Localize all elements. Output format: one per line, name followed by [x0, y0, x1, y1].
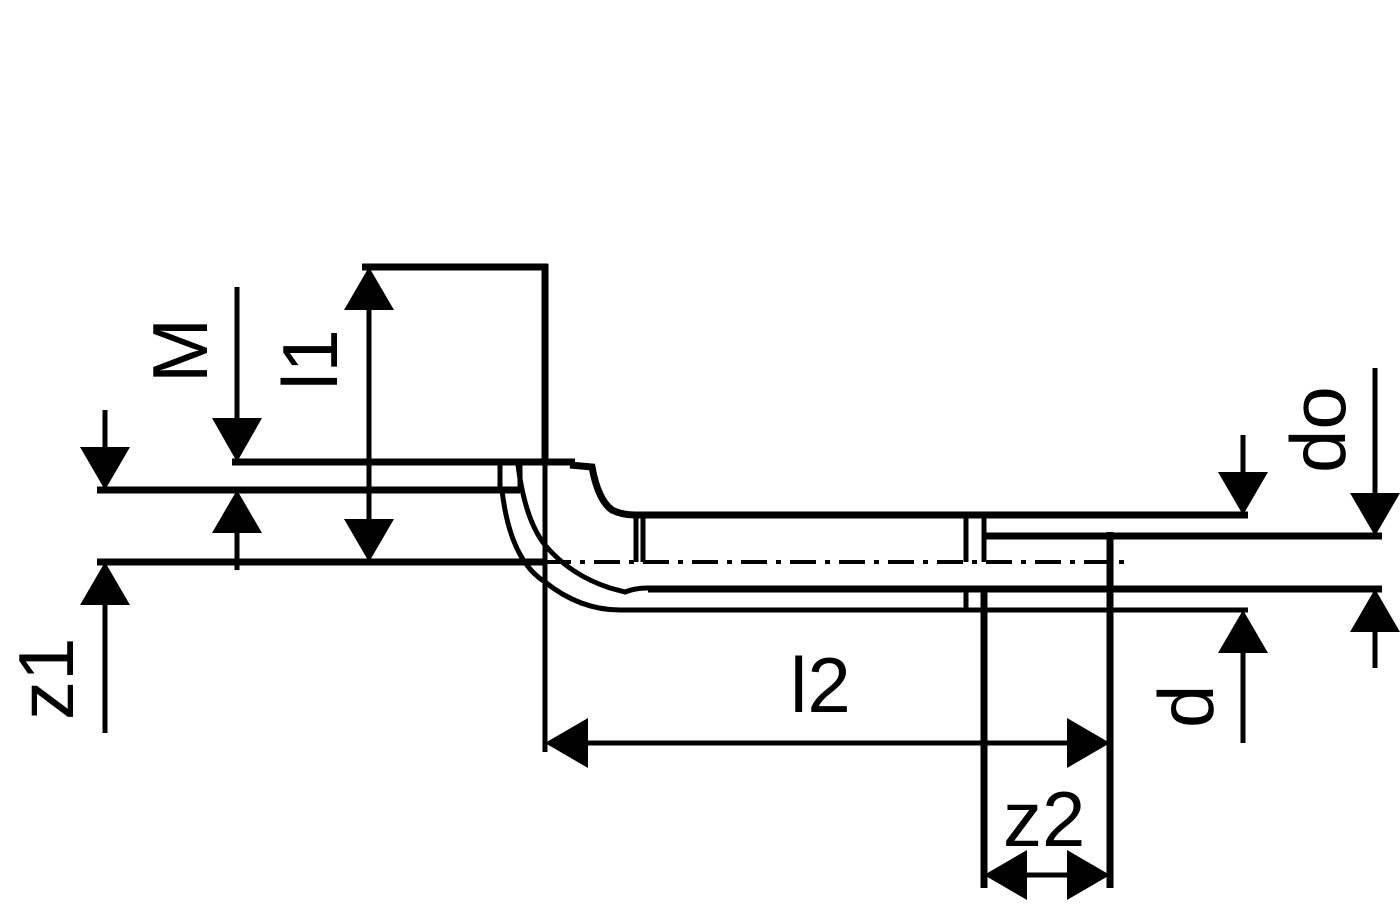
label-z2: z2: [1003, 775, 1085, 863]
dimension-M: M: [136, 287, 262, 570]
label-z1: z1: [2, 638, 90, 720]
arrow-left-icon: [984, 850, 1027, 900]
arrow-down-icon: [1350, 493, 1400, 536]
arrow-down-icon: [1218, 472, 1268, 515]
arrow-down-icon: [212, 418, 262, 462]
dimension-z2: z2: [984, 775, 1110, 900]
arrow-right-icon: [1067, 850, 1110, 900]
label-l2: l2: [790, 641, 851, 729]
dimension-d: d: [1142, 435, 1268, 743]
arrow-down-icon: [80, 447, 130, 490]
arrow-left-icon: [545, 718, 588, 768]
label-M: M: [136, 318, 224, 383]
dimension-l2: l2: [545, 641, 1110, 768]
arrow-right-icon: [1067, 718, 1110, 768]
dimension-z1: z1: [2, 410, 130, 733]
label-do: do: [1274, 386, 1362, 473]
pipe-socket: [648, 512, 1382, 888]
arrow-down-icon: [344, 519, 394, 562]
arrow-up-icon: [1350, 589, 1400, 632]
arrow-up-icon: [80, 562, 130, 605]
dimension-do: do: [1274, 368, 1400, 668]
arrow-up-icon: [1218, 610, 1268, 653]
label-d: d: [1142, 685, 1230, 728]
pipe-elbow: [497, 459, 1248, 752]
arrow-up-icon: [344, 267, 394, 310]
top-reference-frame: [362, 263, 549, 465]
arrow-up-icon: [212, 490, 262, 533]
label-l1: l1: [266, 329, 354, 390]
dimension-l1: l1: [266, 267, 394, 562]
